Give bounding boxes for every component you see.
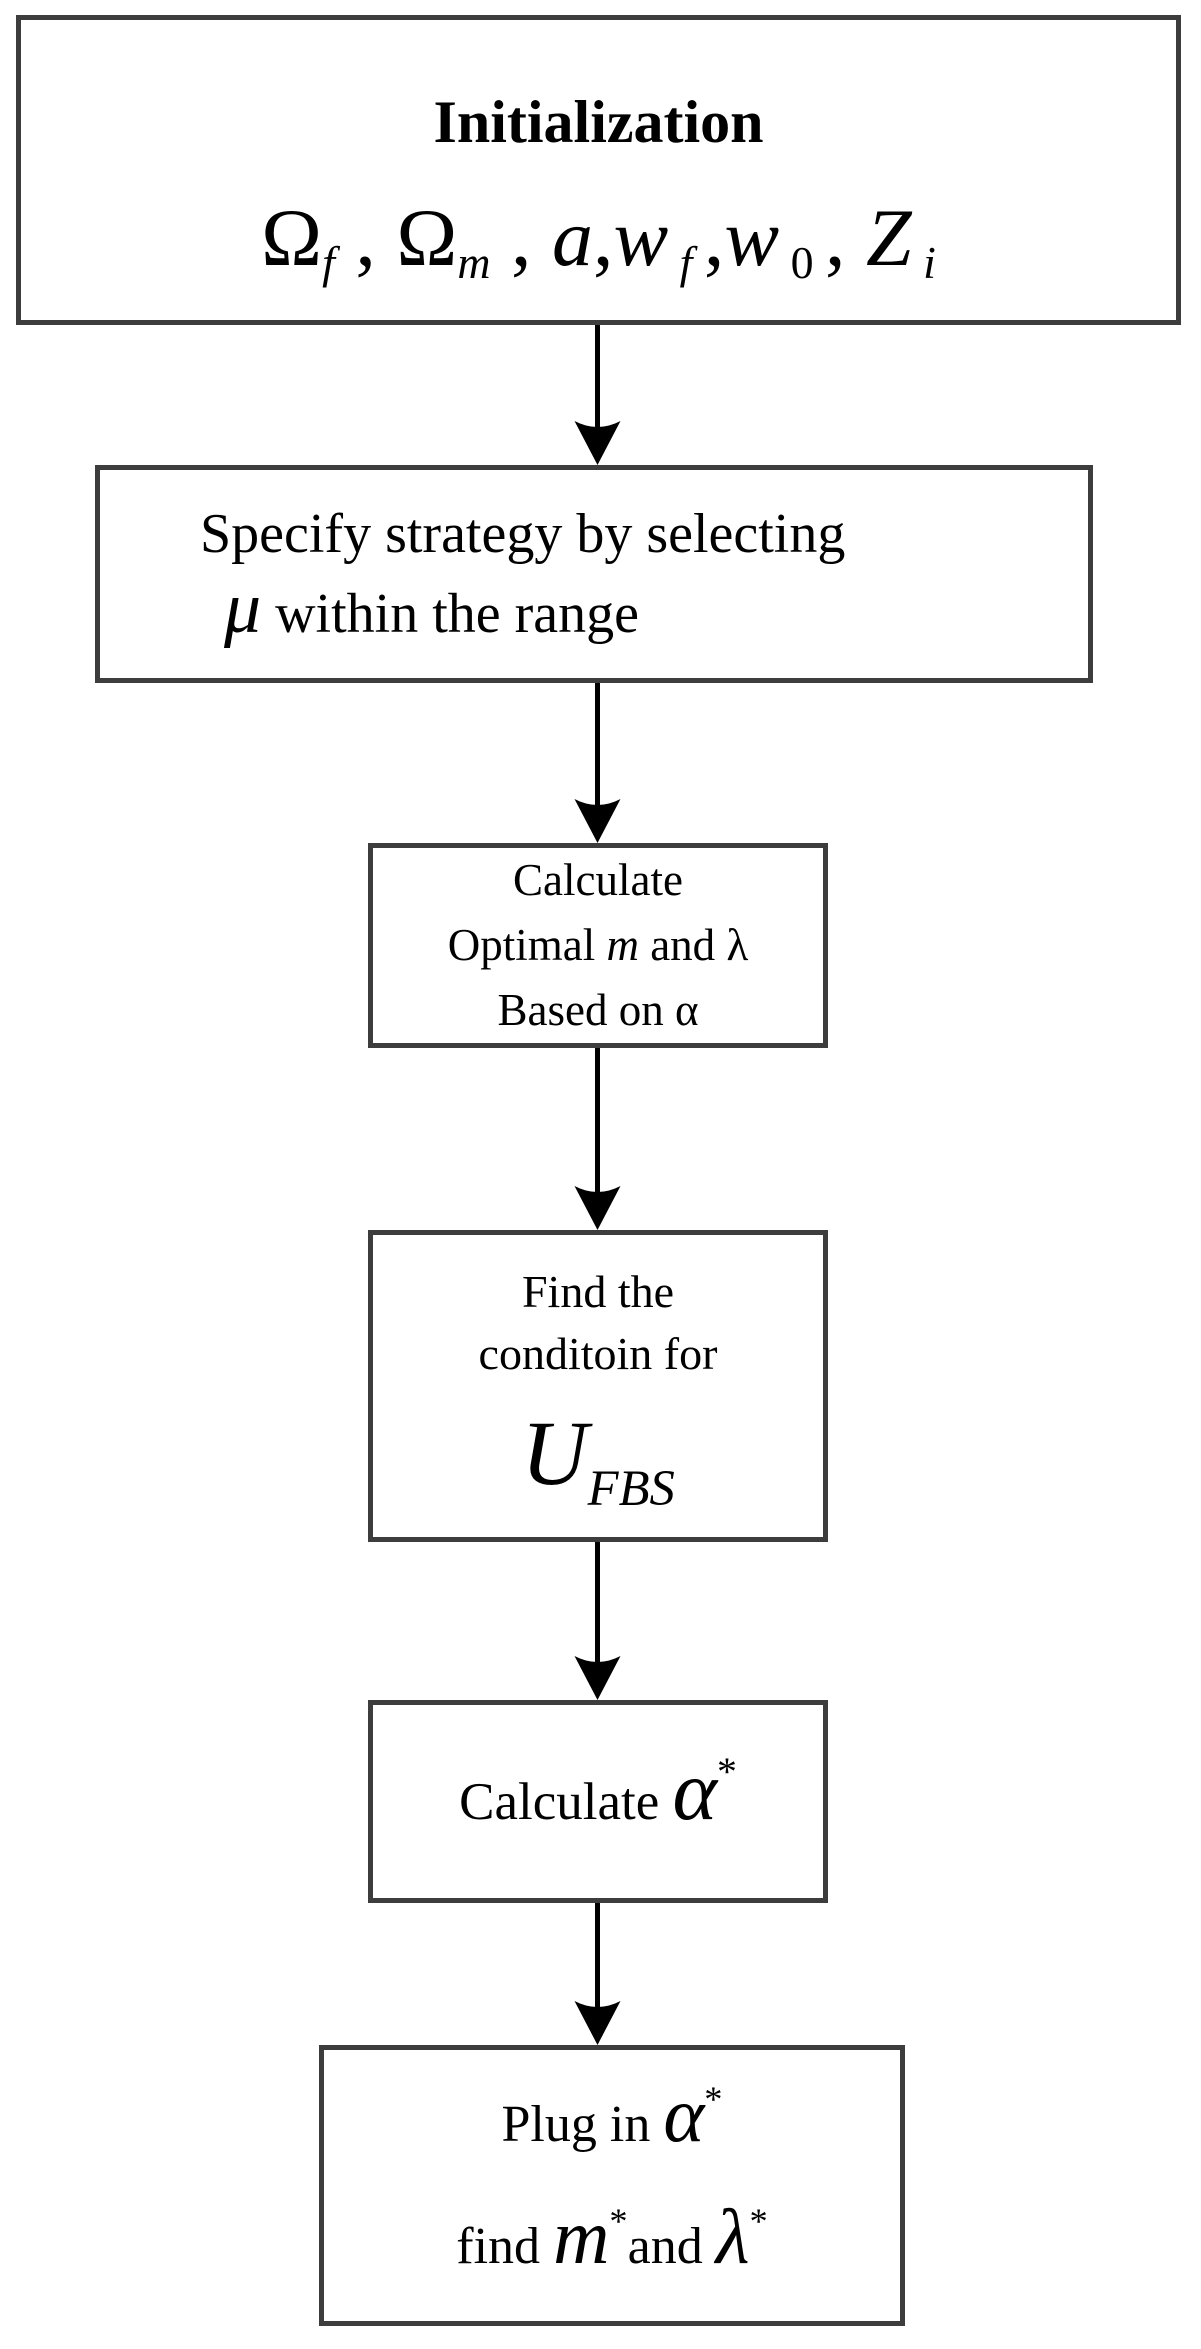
text-segment: m <box>457 236 491 288</box>
text-segment: Ω <box>396 192 458 283</box>
text-segment: Optimal <box>447 920 607 970</box>
text-segment: Based on <box>497 985 675 1035</box>
text-segment: , <box>703 192 725 283</box>
flow-arrow-3 <box>574 1045 621 1230</box>
flow-box-specify-strategy: Specify strategy by selecting μ within t… <box>95 465 1093 683</box>
flow-arrow-1 <box>574 322 621 465</box>
ufbs-formula: UFBS <box>521 1395 675 1514</box>
flow-arrow-4 <box>574 1539 621 1700</box>
text-segment: within the range <box>261 583 639 645</box>
text-segment: λ <box>715 2192 750 2280</box>
flow-box-initialization: Initialization Ωf , Ωm , a,w f ,w 0 , Z … <box>16 15 1181 325</box>
text-segment: 0 <box>779 236 825 288</box>
text-segment: , <box>825 192 866 283</box>
text-segment: f <box>322 236 335 288</box>
text-segment: and <box>638 920 727 970</box>
text-segment: and <box>627 2217 716 2275</box>
text-segment: U <box>521 1402 588 1504</box>
text-segment: * <box>609 2201 628 2242</box>
box-text-line: Calculate <box>513 848 683 913</box>
flow-box-calculate-optimal-m-lambda: Calculate Optimal m and λ Based on α <box>368 843 828 1048</box>
text-segment: μ <box>224 566 262 648</box>
text-segment: a <box>551 192 593 283</box>
box-text-line: Find the <box>522 1261 674 1323</box>
text-segment: w <box>613 192 669 283</box>
text-segment: Plug in <box>501 2095 664 2153</box>
text-segment: α <box>663 2070 705 2158</box>
text-segment: , <box>334 192 397 283</box>
flow-box-calculate-alpha-star: Calculate α* <box>368 1700 828 1903</box>
flow-arrow-2 <box>574 680 621 843</box>
text-segment: Ω <box>261 192 323 283</box>
box-text-line: Optimal m and λ <box>448 913 749 978</box>
box-text-line: μ within the range <box>200 570 639 649</box>
initialization-parameters-formula: Ωf , Ωm , a,w f ,w 0 , Z i <box>261 192 936 286</box>
text-segment: find <box>456 2217 554 2275</box>
text-segment: i <box>911 236 936 288</box>
text-segment: α <box>674 985 699 1035</box>
flow-box-plug-in-alpha-star: Plug in α* find m*and λ* <box>319 2045 905 2326</box>
text-segment: , <box>592 192 614 283</box>
text-segment: Calculate <box>513 855 683 905</box>
box-text-line: Based on α <box>497 978 698 1043</box>
box-text-line: Plug in α* <box>501 2075 723 2156</box>
text-segment: m <box>553 2192 610 2280</box>
text-segment: f <box>668 236 704 288</box>
text-segment: * <box>704 2079 723 2120</box>
text-segment: Initialization <box>433 89 764 155</box>
box-title: Initialization <box>433 92 763 152</box>
text-segment: m <box>606 920 639 970</box>
text-segment: α <box>672 1743 717 1838</box>
text-segment: , <box>490 192 552 283</box>
flow-arrow-5 <box>574 1900 621 2045</box>
box-text-line: conditoin for <box>479 1323 718 1385</box>
text-segment: Find the <box>521 1266 675 1317</box>
text-segment: FBS <box>587 1460 675 1517</box>
text-segment: * <box>749 2201 768 2242</box>
box-text-line: find m*and λ* <box>456 2197 767 2278</box>
flow-box-find-condition-ufbs: Find the conditoin for UFBS <box>368 1230 828 1542</box>
text-segment: Z <box>866 192 912 283</box>
box-text-line: Specify strategy by selecting <box>200 499 845 569</box>
text-segment: * <box>717 1749 737 1794</box>
text-segment: Specify strategy by selecting <box>200 503 846 565</box>
text-segment: Calculate <box>459 1772 673 1831</box>
box-text-line: Calculate α* <box>459 1748 737 1833</box>
text-segment: λ <box>726 920 749 970</box>
text-segment: conditoin for <box>478 1328 718 1379</box>
text-segment: w <box>724 192 780 283</box>
